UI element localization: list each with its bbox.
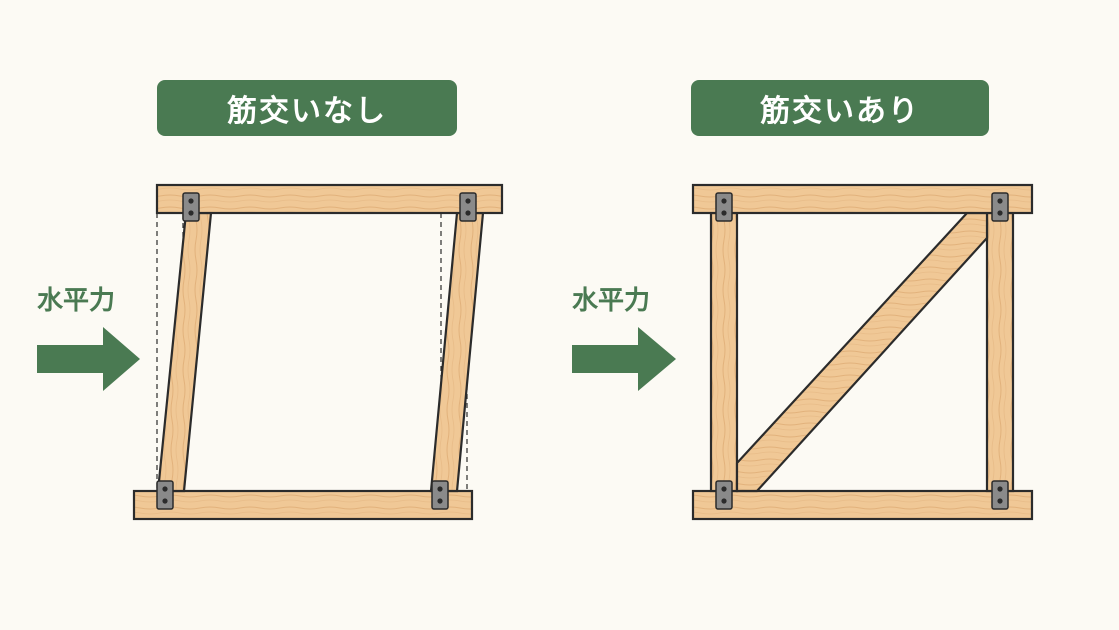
diagonal-brace bbox=[735, 211, 989, 493]
top-beam-right bbox=[691, 183, 1034, 215]
force-label-left: 水平力 bbox=[37, 286, 116, 316]
bottom-beam-right bbox=[691, 489, 1034, 521]
metal-plate-icon bbox=[182, 192, 200, 222]
top-beam-left bbox=[155, 183, 504, 215]
title-no-brace: 筋交いなし bbox=[227, 94, 387, 129]
left-post-tilted bbox=[156, 211, 213, 493]
arrow-right-icon bbox=[572, 327, 676, 391]
metal-plate-icon bbox=[715, 192, 733, 222]
right-post-tilted bbox=[429, 211, 485, 493]
right-post-right bbox=[985, 211, 1015, 493]
arrow-right-icon bbox=[37, 327, 140, 391]
title-badge-no-brace: 筋交いなし bbox=[157, 80, 457, 136]
force-label-right: 水平力 bbox=[572, 286, 651, 316]
metal-plate-icon bbox=[459, 192, 477, 222]
frame-no-brace bbox=[37, 183, 504, 521]
metal-plate-icon bbox=[156, 480, 174, 510]
frame-with-brace bbox=[572, 183, 1034, 521]
metal-plate-icon bbox=[431, 480, 449, 510]
left-post-right bbox=[709, 211, 739, 493]
title-with-brace: 筋交いあり bbox=[760, 94, 920, 129]
metal-plate-icon bbox=[991, 480, 1009, 510]
metal-plate-icon bbox=[991, 192, 1009, 222]
title-badge-with-brace: 筋交いあり bbox=[691, 80, 989, 136]
bottom-beam-left bbox=[132, 489, 474, 521]
metal-plate-icon bbox=[715, 480, 733, 510]
